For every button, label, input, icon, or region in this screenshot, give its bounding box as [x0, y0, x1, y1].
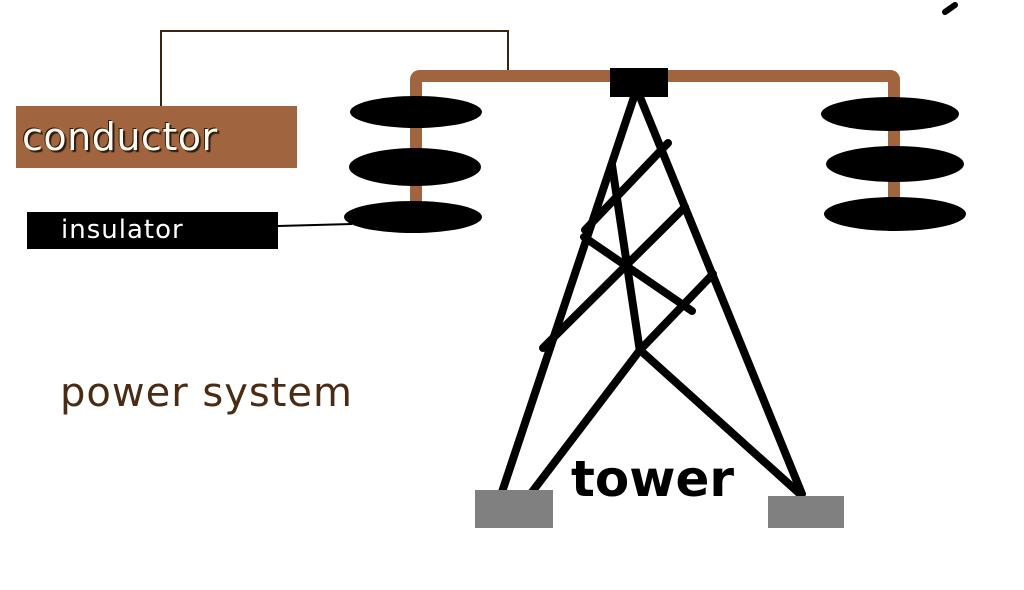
insulator-disc: [350, 96, 482, 128]
tower-label: tower: [571, 450, 735, 508]
diagram-title: power system: [60, 370, 353, 416]
conductor-leader-line: [160, 30, 509, 106]
tower-brace: [636, 346, 804, 498]
tower-brace: [580, 233, 696, 315]
insulator-disc: [826, 146, 964, 182]
tower: [498, 93, 806, 498]
foundation-left: [475, 490, 553, 528]
insulator-leader-line: [277, 223, 353, 227]
insulator-string-left: [344, 96, 482, 233]
tower-brace: [581, 139, 672, 234]
tower-brace: [636, 270, 717, 354]
foundation-right: [768, 496, 844, 528]
conductor-label: conductor: [16, 106, 297, 168]
tower-brace: [539, 203, 689, 352]
insulator-disc: [344, 201, 482, 233]
stray-mark: [942, 2, 958, 15]
tower-leg-right: [636, 93, 806, 498]
tower-leg-left: [498, 93, 638, 496]
insulator-disc: [349, 148, 481, 186]
tower-top-clamp: [610, 68, 668, 97]
insulator-string-right: [821, 97, 966, 231]
insulator-disc: [821, 97, 959, 131]
tower-brace: [528, 346, 644, 496]
insulator-label: insulator: [27, 212, 278, 249]
insulator-disc: [824, 197, 966, 231]
